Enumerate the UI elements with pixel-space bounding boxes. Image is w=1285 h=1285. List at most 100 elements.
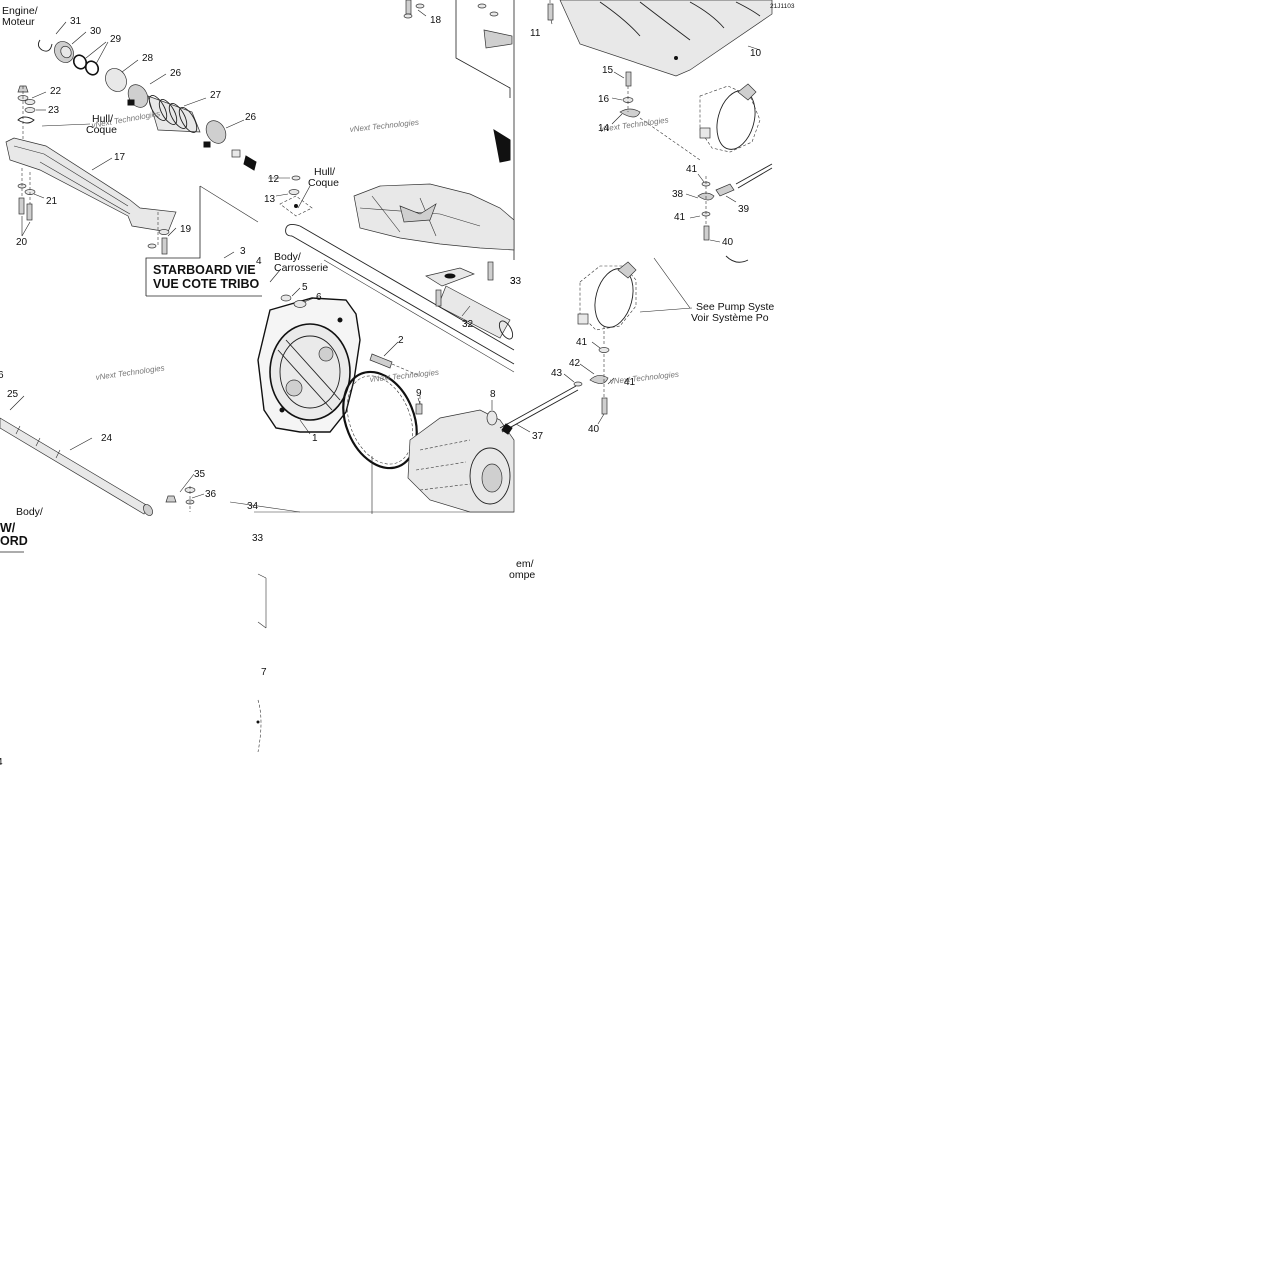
callout-39: 39	[738, 204, 750, 215]
screw-11	[547, 0, 554, 21]
callout-22: 22	[50, 86, 62, 97]
callout-8: 8	[490, 389, 496, 400]
callout-12: 12	[268, 174, 280, 185]
label-hull-a: Hull/	[92, 113, 113, 125]
drive-coupler-assembly	[37, 39, 257, 171]
callout-4: 4	[256, 256, 262, 267]
fragment-6: 6	[0, 370, 4, 381]
callout-28: 28	[142, 53, 154, 64]
slot-plate	[425, 261, 494, 307]
callout-41a: 41	[686, 164, 698, 175]
callout-17: 17	[114, 152, 126, 163]
watermark-6: vNext Technologies	[609, 370, 679, 386]
rail-body	[285, 223, 515, 373]
callout-15: 15	[602, 65, 614, 76]
callout-23: 23	[48, 105, 60, 116]
watermark-2: vNext Technologies	[349, 118, 419, 134]
curve-fragment	[725, 255, 749, 263]
top-right-trim	[559, 0, 773, 77]
drive-shaft	[0, 417, 153, 516]
steering-nozzle-lower	[577, 261, 637, 346]
callout-20: 20	[16, 237, 28, 248]
edge-fragments: 6 3 33 7 4	[0, 276, 516, 768]
callout-6: 6	[316, 292, 322, 303]
label-ompe-fragment: ompe	[509, 569, 535, 581]
fragment-3: 3	[510, 276, 516, 287]
callout-42: 42	[569, 358, 581, 369]
callout-3: 3	[240, 246, 246, 257]
label-partial-ord: ORD	[0, 534, 28, 548]
label-body-a: Body/	[274, 251, 301, 263]
fragment-33: 33	[252, 533, 264, 544]
callout-18: 18	[430, 15, 442, 26]
label-moteur: Moteur	[2, 16, 35, 28]
hardware-stack-left	[17, 168, 36, 221]
callout-25: 25	[7, 389, 19, 400]
ball-joint-lower	[573, 347, 610, 415]
callout-10: 10	[750, 48, 762, 59]
label-voir-systeme-pompe: Voir Système Po	[691, 312, 769, 324]
jet-pump	[407, 409, 515, 513]
callout-9: 9	[416, 388, 422, 399]
pipe-32	[437, 285, 514, 340]
hardware-12-13	[279, 175, 313, 217]
screw-18	[403, 0, 425, 19]
callout-29: 29	[110, 34, 122, 45]
watermarks: vNext Technologies vNext Technologies vN…	[91, 109, 680, 386]
top-center-fragments	[477, 3, 513, 163]
panel-frames	[0, 0, 515, 629]
hardware-35-36	[165, 486, 196, 512]
ball-joint-upper	[697, 163, 773, 241]
callout-21: 21	[46, 196, 58, 207]
callout-41d: 41	[624, 377, 636, 388]
callout-1: 1	[312, 433, 318, 444]
fragment-7: 7	[261, 667, 267, 678]
label-see-pump-system: See Pump Syste	[696, 301, 774, 313]
callout-26b: 26	[245, 112, 257, 123]
callout-41c: 41	[576, 337, 588, 348]
support-plate	[5, 137, 177, 233]
callout-35: 35	[194, 469, 206, 480]
hardware-19	[147, 212, 170, 255]
label-body-b: Body/	[16, 506, 43, 518]
callout-2: 2	[398, 335, 404, 346]
callout-33: 33	[510, 276, 522, 287]
stud-2	[369, 353, 421, 377]
callout-43: 43	[551, 368, 563, 379]
hardware-stack-top	[17, 85, 36, 140]
label-starboard-view: STARBOARD VIE	[153, 263, 256, 277]
label-partial-w: W/	[0, 521, 16, 535]
callout-24: 24	[101, 433, 113, 444]
hardware-14-16	[619, 71, 701, 161]
callout-37: 37	[532, 431, 544, 442]
callout-30: 30	[90, 26, 102, 37]
figure-code: 21J1103	[770, 3, 795, 10]
callout-27: 27	[210, 90, 222, 101]
watermark-5: vNext Technologies	[369, 368, 439, 384]
callout-14: 14	[598, 123, 610, 134]
pump-cover	[257, 297, 361, 433]
watermark-4: vNext Technologies	[95, 363, 165, 382]
hardware-8-9	[415, 396, 498, 426]
leader-lines	[9, 9, 761, 514]
callout-36: 36	[205, 489, 217, 500]
label-engine: Engine/	[2, 5, 38, 17]
venturi-housing	[353, 183, 515, 251]
part-callouts: 1 2 3 4 5 6 8 9 10 11 12 13 14 15 16 17 …	[7, 15, 762, 512]
callout-40b: 40	[588, 424, 600, 435]
wear-ring	[342, 370, 418, 470]
bellows	[147, 95, 201, 133]
fragment-4: 4	[0, 757, 3, 768]
callout-41b: 41	[674, 212, 686, 223]
callout-40a: 40	[722, 237, 734, 248]
callout-5: 5	[302, 282, 308, 293]
callout-13: 13	[264, 194, 276, 205]
callout-19: 19	[180, 224, 192, 235]
callout-34: 34	[247, 501, 259, 512]
label-coque-b: Coque	[308, 177, 339, 189]
bottom-fragments	[256, 699, 262, 753]
steering-rod	[499, 385, 579, 435]
label-vue-cote-tribord: VUE COTE TRIBO	[153, 277, 260, 291]
callout-11: 11	[530, 28, 541, 39]
